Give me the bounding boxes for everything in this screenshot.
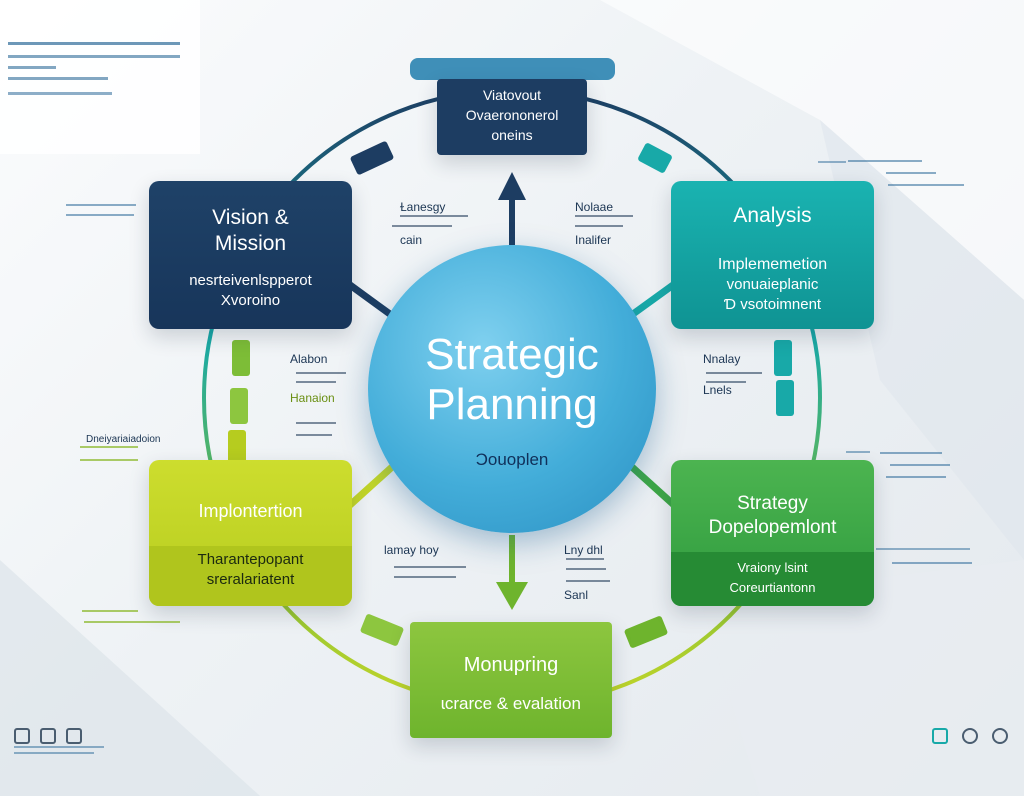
analysis-title: Analysis bbox=[733, 204, 812, 227]
implementation-card[interactable]: Implontertion Tharantepopant sreralariat… bbox=[149, 460, 352, 606]
analysis-sub-line1: Implememetion bbox=[717, 256, 828, 273]
hub-title: Strategic Planning bbox=[368, 330, 656, 430]
label-mid-right-line1: Nnalay bbox=[703, 352, 741, 366]
implementation-band bbox=[149, 546, 352, 606]
label-mid-left: Alabon Hanaion bbox=[290, 352, 335, 406]
label-upper-right-line1: Nolaae bbox=[575, 200, 614, 214]
label-mid-left-line2: Hanaion bbox=[290, 391, 335, 405]
bottom-left-icon-2 bbox=[40, 728, 56, 744]
strategy-sub-line1: Vraiony lsint bbox=[737, 560, 808, 575]
vision-sub-line1: nesrteivenlspperot bbox=[189, 272, 312, 289]
label-upper-left: Ɫanesgy cain bbox=[400, 200, 445, 248]
label-lower-right-line1: Lny dhl bbox=[564, 543, 603, 557]
bottom-right-icon-1 bbox=[932, 728, 948, 744]
vision-sub-line2: Xvoroino bbox=[220, 292, 281, 309]
corner-text-panel bbox=[0, 0, 200, 154]
label-mid-right: Nnalay Lnels bbox=[703, 352, 740, 398]
top-card-line3: oneins bbox=[491, 127, 533, 143]
implementation-sub-line2: sreralariatent bbox=[206, 571, 295, 588]
label-lower-left-line1: lamay hoy bbox=[384, 543, 439, 557]
hub-title-line1: Strategic bbox=[425, 330, 599, 379]
strategy-band bbox=[671, 552, 874, 606]
label-mid-left-line1: Alabon bbox=[290, 352, 328, 366]
label-mid-right-line2: Lnels bbox=[703, 383, 732, 397]
strategy-sub-line2: Coreurtiantonn bbox=[729, 580, 816, 595]
analysis-sub-line3: Ɗ vsotoimnent bbox=[723, 296, 822, 313]
analysis-card[interactable]: Analysis Implememetion vonuaieplanic Ɗ v… bbox=[671, 181, 874, 329]
analysis-sub-line2: vonuaieplanic bbox=[726, 276, 819, 293]
label-far-left-line1: Dneiyariaiadoion bbox=[86, 434, 161, 445]
monitoring-card[interactable]: Monupring ɩcrarce & evalation bbox=[410, 622, 612, 738]
label-lower-right-line2: Sanl bbox=[564, 588, 589, 602]
bottom-left-icon-1 bbox=[14, 728, 30, 744]
bottom-left-icon-3 bbox=[66, 728, 82, 744]
corner-text-lines bbox=[8, 42, 180, 95]
label-far-left: Dneiyariaiadoion bbox=[86, 432, 161, 447]
monitoring-sub: ɩcrarce & evalation bbox=[441, 694, 581, 713]
top-card-cap bbox=[410, 58, 615, 80]
label-upper-left-line2: cain bbox=[400, 233, 423, 247]
hub-subtitle: Ɔouoplen bbox=[475, 450, 549, 469]
label-upper-right: Nolaae Inalifer bbox=[575, 200, 613, 248]
top-card-line2: Ovaerononerol bbox=[465, 107, 559, 123]
label-upper-right-line2: Inalifer bbox=[575, 233, 612, 247]
strategy-development-card[interactable]: Strategy Dopelopemlont Vraiony lsint Cor… bbox=[671, 460, 874, 606]
bottom-right-icon-3 bbox=[992, 728, 1008, 744]
vision-title-line2: Mission bbox=[214, 232, 287, 255]
vision-title-line1: Vision & bbox=[212, 206, 289, 229]
implementation-sub-line1: Tharantepopant bbox=[197, 551, 304, 568]
strategic-planning-hub[interactable] bbox=[368, 245, 656, 533]
vision-mission-card[interactable]: Vision & Mission nesrteivenlspperot Xvor… bbox=[149, 181, 352, 329]
label-lower-right: Lny dhl Sanl bbox=[564, 543, 603, 603]
strategy-title-line2: Dopelopemlont bbox=[708, 517, 837, 538]
label-upper-left-line1: Ɫanesgy bbox=[400, 200, 446, 214]
monitoring-title: Monupring bbox=[463, 654, 559, 676]
bottom-right-icon-2 bbox=[962, 728, 978, 744]
label-lower-left: lamay hoy bbox=[384, 543, 439, 558]
top-stage-card[interactable]: Viatovout Ovaerononerol oneins bbox=[437, 79, 587, 155]
strategy-title-line1: Strategy bbox=[737, 493, 808, 514]
top-card-line1: Viatovout bbox=[482, 87, 542, 103]
hub-title-line2: Planning bbox=[426, 380, 598, 429]
implementation-title: Implontertion bbox=[198, 501, 303, 521]
